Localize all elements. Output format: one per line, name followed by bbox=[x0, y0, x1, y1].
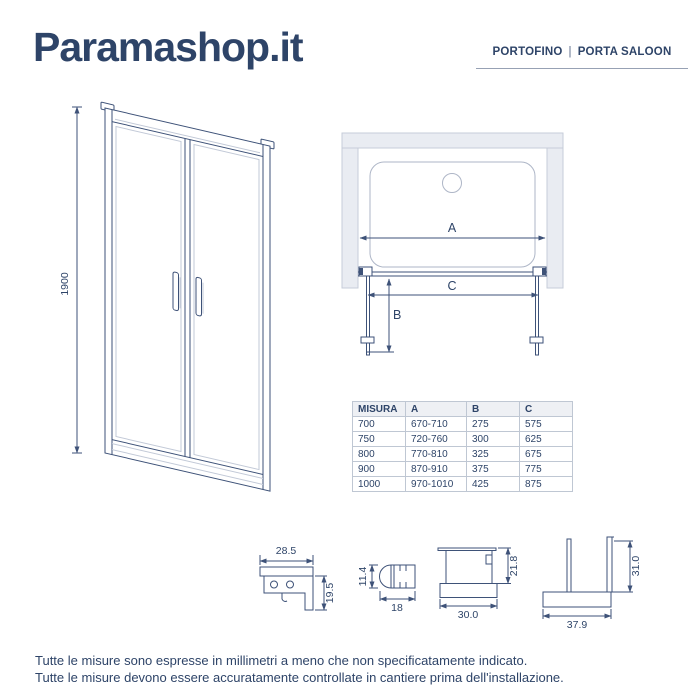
cell-c: 675 bbox=[519, 446, 573, 462]
brand-logo: Paramashop.it bbox=[33, 24, 304, 70]
dimension-c-label: C bbox=[447, 279, 456, 293]
top-view-drawing: A C B bbox=[341, 132, 564, 356]
cell-a: 870-910 bbox=[405, 461, 467, 477]
right-door-handle-plan bbox=[529, 336, 544, 344]
cell-b: 425 bbox=[466, 476, 520, 492]
dimension-c: C bbox=[367, 279, 539, 298]
footer-note-units: Tutte le misure sono espresse in millime… bbox=[35, 653, 528, 668]
profile4-height-label: 31.0 bbox=[630, 556, 642, 577]
table-header-row: MISURA A B C bbox=[352, 401, 573, 417]
cell-b: 375 bbox=[466, 461, 520, 477]
profile-threshold: 31.0 37.9 bbox=[542, 536, 642, 631]
col-header-a: A bbox=[405, 401, 467, 417]
table-row: 700 670-710 275 575 bbox=[352, 416, 573, 432]
cell-c: 775 bbox=[519, 461, 573, 477]
left-door-handle bbox=[172, 271, 179, 312]
cell-c: 575 bbox=[519, 416, 573, 432]
profile1-height-label: 19.5 bbox=[324, 583, 336, 604]
title-separator: | bbox=[568, 46, 572, 58]
size-table: MISURA A B C 700 670-710 275 575 750 720… bbox=[352, 401, 573, 492]
table-row: 750 720-760 300 625 bbox=[352, 431, 573, 447]
profile-seal: 11.4 18 bbox=[357, 564, 416, 614]
right-door-handle bbox=[195, 276, 202, 317]
cell-a: 970-1010 bbox=[405, 476, 467, 492]
dimension-b-label: B bbox=[393, 308, 401, 322]
left-door-handle-plan bbox=[360, 336, 375, 344]
product-line-label: PORTOFINO bbox=[492, 46, 563, 58]
profile-top-rail: 28.5 19.5 bbox=[259, 545, 336, 611]
shower-tray bbox=[369, 161, 536, 268]
cell-misura: 700 bbox=[352, 416, 406, 432]
drain-circle bbox=[442, 173, 462, 193]
front-view-drawing: 1900 bbox=[59, 101, 275, 492]
profile-sections-drawing: 28.5 19.5 11.4 18 21.8 bbox=[259, 536, 642, 631]
open-doors bbox=[360, 275, 544, 356]
walls bbox=[341, 132, 564, 289]
dimension-a-label: A bbox=[448, 221, 457, 235]
door-assembly bbox=[100, 101, 275, 492]
track bbox=[358, 266, 547, 277]
footer-notes: Tutte le misure sono espresse in millime… bbox=[35, 653, 564, 686]
col-header-misura: MISURA bbox=[352, 401, 406, 417]
cell-c: 625 bbox=[519, 431, 573, 447]
col-header-b: B bbox=[466, 401, 520, 417]
product-name-label: PORTA SALOON bbox=[577, 46, 672, 58]
profile4-width-label: 37.9 bbox=[567, 619, 588, 631]
dimension-a: A bbox=[359, 221, 546, 241]
cell-a: 670-710 bbox=[405, 416, 467, 432]
cell-a: 770-810 bbox=[405, 446, 467, 462]
profile3-height-label: 21.8 bbox=[508, 556, 520, 577]
cell-misura: 900 bbox=[352, 461, 406, 477]
cell-b: 325 bbox=[466, 446, 520, 462]
profile2-width-label: 18 bbox=[391, 602, 403, 614]
col-header-c: C bbox=[519, 401, 573, 417]
product-title: PORTOFINO | PORTA SALOON bbox=[476, 46, 688, 69]
cell-b: 300 bbox=[466, 431, 520, 447]
cell-b: 275 bbox=[466, 416, 520, 432]
dimension-b: B bbox=[367, 278, 401, 353]
height-dimension-label: 1900 bbox=[59, 272, 71, 296]
profile3-width-label: 30.0 bbox=[458, 609, 479, 621]
cell-misura: 800 bbox=[352, 446, 406, 462]
cell-misura: 1000 bbox=[352, 476, 406, 492]
footer-note-check: Tutte le misure devono essere accuratame… bbox=[35, 669, 564, 685]
profile1-width-label: 28.5 bbox=[276, 545, 297, 557]
height-dimension: 1900 bbox=[59, 106, 82, 454]
cell-misura: 750 bbox=[352, 431, 406, 447]
table-row: 1000 970-1010 425 875 bbox=[352, 476, 573, 492]
profile-wall: 21.8 30.0 bbox=[437, 547, 520, 621]
cell-a: 720-760 bbox=[405, 431, 467, 447]
table-row: 800 770-810 325 675 bbox=[352, 446, 573, 462]
table-row: 900 870-910 375 775 bbox=[352, 461, 573, 477]
profile2-height-label: 11.4 bbox=[357, 567, 369, 587]
cell-c: 875 bbox=[519, 476, 573, 492]
